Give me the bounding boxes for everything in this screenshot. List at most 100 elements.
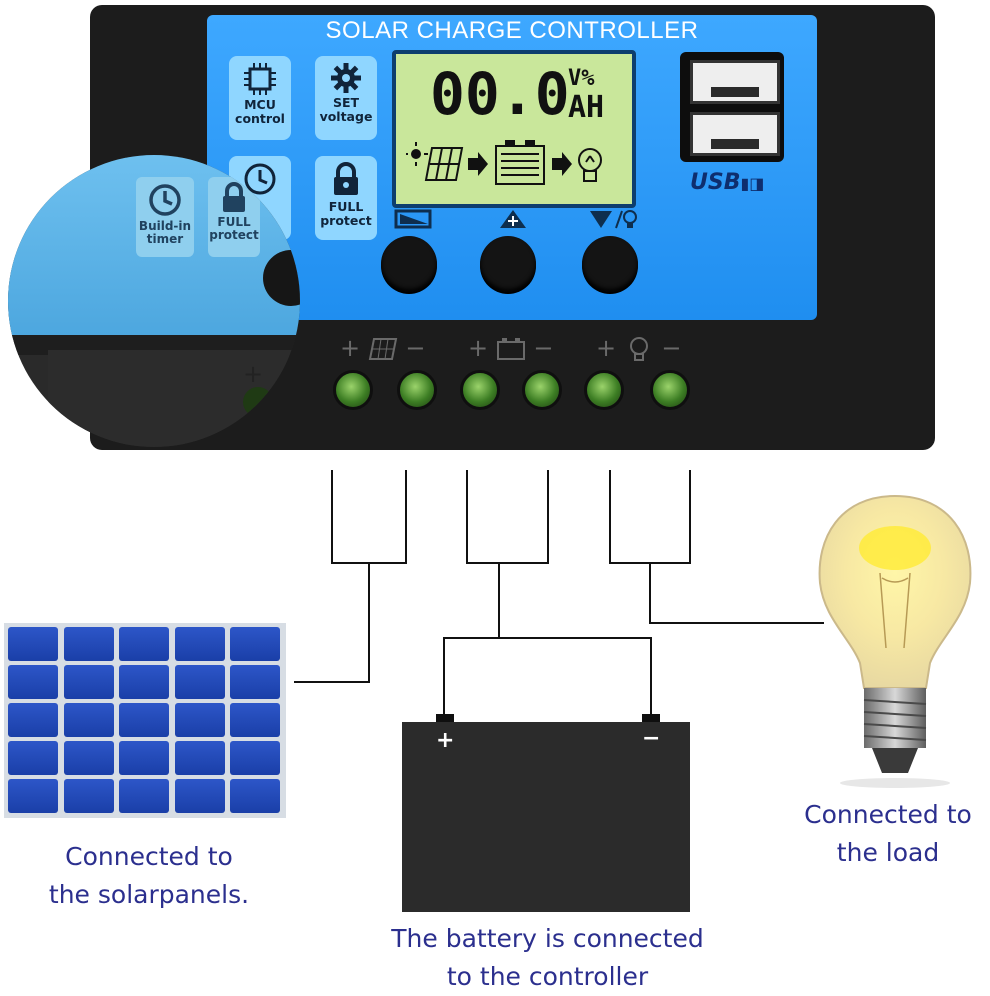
solar-cell	[119, 779, 169, 813]
mcu-control-button[interactable]: MCU control	[229, 56, 291, 140]
zoom-round-button	[263, 250, 300, 306]
solar-cell	[63, 779, 114, 813]
terminal-battery-positive[interactable]	[460, 370, 500, 410]
sun-icon	[406, 142, 428, 166]
caption-load: Connected to the load	[804, 800, 972, 867]
solar-cell	[8, 741, 58, 775]
lcd-unit-bottom: AH	[568, 90, 605, 125]
charge-controller: SOLAR CHARGE CONTROLLER MCU control	[0, 0, 990, 460]
usb-label: USB	[690, 170, 741, 195]
bulb-glass	[818, 494, 972, 689]
chip-icon	[244, 63, 276, 95]
solar-cell	[8, 703, 58, 737]
lcd-unit-top: V%	[568, 66, 595, 91]
menu-button[interactable]	[381, 236, 437, 292]
zoom-terminal	[243, 387, 273, 417]
arrow-icon	[468, 152, 488, 176]
wire-load	[609, 470, 691, 564]
battery: + −	[402, 722, 690, 912]
zoom-plus-mark: +	[243, 360, 264, 388]
lcd-flow-icons	[406, 140, 602, 185]
solar-cell	[230, 627, 280, 661]
solar-cell	[230, 741, 280, 775]
solar-cell	[63, 741, 114, 775]
zoom-timer-button: Build-in timer	[136, 177, 194, 257]
solar-panel	[4, 623, 286, 818]
bulb-icon	[629, 337, 648, 361]
up-button[interactable]	[480, 236, 536, 292]
set-voltage-button[interactable]: SET voltage	[315, 56, 377, 140]
zoom-protect-button: FULL protect	[208, 177, 260, 257]
solar-panel-icon	[368, 338, 397, 360]
terminal-label-solar: + −	[340, 334, 426, 362]
wire-battery-bus	[443, 637, 652, 716]
terminal-load-positive[interactable]	[584, 370, 624, 410]
terminal-solar-negative[interactable]	[397, 370, 437, 410]
down-button[interactable]	[582, 236, 638, 292]
wire-solar-feed	[294, 563, 370, 683]
lock-icon	[223, 182, 245, 212]
battery-minus-sign: −	[642, 726, 661, 751]
solar-cell	[63, 627, 114, 661]
solar-cell	[174, 741, 225, 775]
wire-solar	[331, 470, 407, 564]
solar-cell	[174, 665, 225, 699]
solar-cell	[174, 779, 225, 813]
usb-port[interactable]	[690, 112, 780, 156]
zoom-timer-label: Build-in timer	[138, 219, 192, 246]
full-protect-button[interactable]: FULL protect	[315, 156, 377, 240]
caption-solar: Connected to the solarpanels.	[48, 842, 250, 909]
terminal-label-load: + −	[596, 334, 682, 362]
solar-cell	[119, 627, 169, 661]
mcu-control-label: MCU control	[235, 97, 285, 126]
down-load-icon	[590, 210, 637, 229]
battery-plus-sign: +	[436, 728, 455, 753]
lock-icon	[334, 162, 358, 195]
zoom-protect-label: FULL protect	[209, 215, 259, 242]
solar-cell	[119, 703, 169, 737]
solar-cell	[63, 703, 114, 737]
terminal-load-negative[interactable]	[650, 370, 690, 410]
wire-battery	[466, 470, 549, 564]
solar-cell	[230, 665, 280, 699]
terminal-label-battery: + −	[468, 334, 554, 362]
battery-icon	[496, 338, 525, 360]
solar-cell	[119, 665, 169, 699]
terminal-solar-positive[interactable]	[333, 370, 373, 410]
bulb-glow	[859, 526, 931, 570]
solar-cell	[63, 665, 114, 699]
up-plus-icon	[500, 210, 526, 228]
solar-cell	[230, 703, 280, 737]
bulb-icon	[578, 148, 602, 182]
bulb-tip	[872, 748, 918, 773]
solar-cell	[174, 703, 225, 737]
usb-port[interactable]	[690, 60, 780, 104]
full-protect-label: FULL protect	[320, 199, 372, 228]
solar-cell	[8, 779, 58, 813]
caption-battery: The battery is connected to the controll…	[391, 924, 704, 991]
battery-post-negative	[642, 714, 660, 724]
bulb-filament	[879, 572, 911, 649]
zoom-magnifier: Build-in timer FULL protect +	[8, 155, 300, 447]
terminal-battery-negative[interactable]	[522, 370, 562, 410]
gear-icon	[331, 63, 361, 93]
solar-cell	[174, 627, 225, 661]
usb-logo: USB▮◨	[690, 170, 765, 195]
solar-cell	[8, 665, 58, 699]
battery-icon	[495, 140, 545, 185]
usb-port-block	[680, 52, 784, 162]
battery-post-positive	[436, 714, 454, 724]
set-voltage-label: SET voltage	[319, 95, 373, 124]
panel-icon	[424, 147, 464, 181]
arrow-icon	[552, 152, 572, 176]
solar-cell	[119, 741, 169, 775]
solar-cell	[8, 627, 58, 661]
clock-icon	[149, 184, 181, 216]
lcd-display: 00.0 V% AH	[392, 50, 636, 208]
light-bulb	[818, 494, 972, 788]
menu-symbol-icon	[394, 209, 432, 229]
lcd-readout: 00.0	[430, 60, 570, 128]
solar-cell	[230, 779, 280, 813]
wire-load-feed	[649, 563, 824, 624]
